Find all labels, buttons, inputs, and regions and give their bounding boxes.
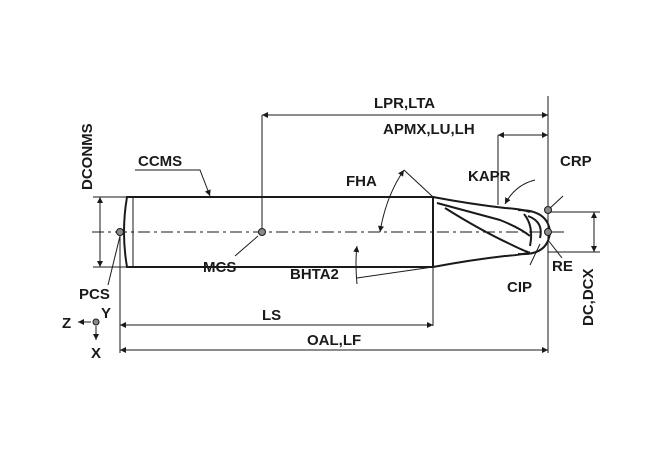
- pcs-point: [116, 228, 124, 236]
- reference-points: [116, 206, 552, 236]
- label-bhta2: BHTA2: [290, 266, 339, 283]
- label-apmx-lu-lh: APMX,LU,LH: [383, 121, 475, 138]
- label-oal-lf: OAL,LF: [307, 332, 361, 349]
- axis-symbol: [78, 318, 100, 340]
- label-axis-y: Y: [101, 305, 111, 322]
- leader-lines: [107, 169, 564, 286]
- label-mcs: MCS: [203, 259, 236, 276]
- label-pcs: PCS: [79, 286, 110, 303]
- label-dconms: DCONMS: [79, 123, 96, 190]
- label-ls: LS: [262, 307, 281, 324]
- cip-point: [544, 228, 552, 236]
- angle-arcs: [353, 168, 549, 285]
- crp-point: [544, 206, 552, 214]
- label-kapr: KAPR: [468, 168, 511, 185]
- mcs-point: [258, 228, 266, 236]
- label-re: RE: [552, 258, 573, 275]
- label-axis-z: Z: [62, 315, 71, 332]
- label-lpr-lta: LPR,LTA: [374, 95, 435, 112]
- extension-lines: [93, 96, 600, 353]
- label-fha: FHA: [346, 173, 377, 190]
- label-ccms: CCMS: [138, 153, 182, 170]
- label-crp: CRP: [560, 153, 592, 170]
- label-cip: CIP: [507, 279, 532, 296]
- axis-origin: [92, 318, 100, 326]
- dimension-lines: [97, 112, 597, 353]
- label-dc-dcx: DC,DCX: [580, 268, 597, 326]
- label-axis-x: X: [91, 345, 101, 362]
